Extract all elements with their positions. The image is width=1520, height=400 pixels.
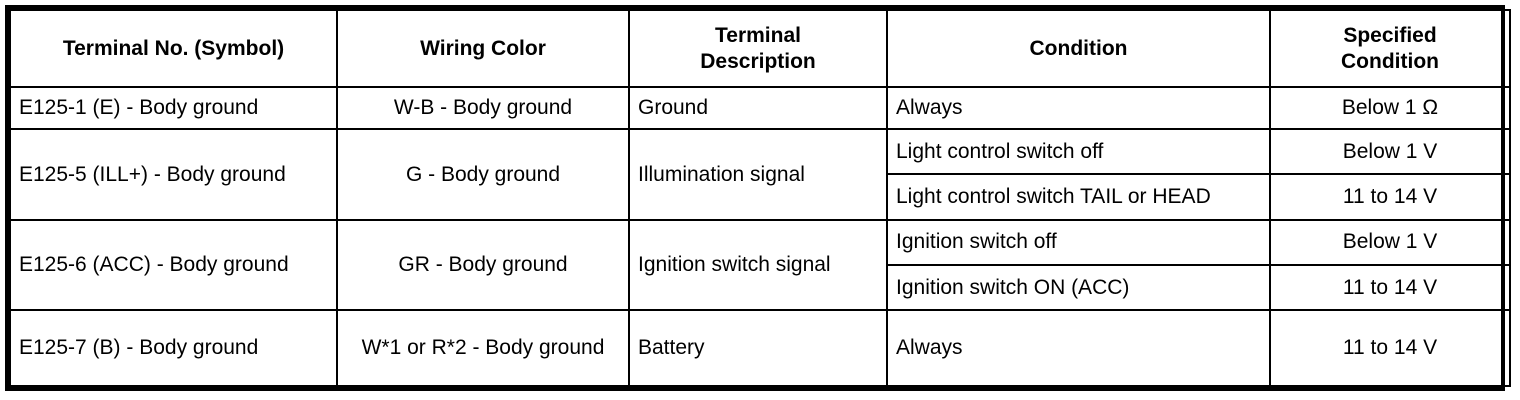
cell-terminal-no: E125-7 (B) - Body ground (9, 309, 338, 387)
cell-specified-condition: Below 1 V (1269, 128, 1511, 176)
table-row: E125-5 (ILL+) - Body ground G - Body gro… (9, 128, 1511, 221)
table-header: Terminal No. (Symbol) Wiring Color Termi… (9, 9, 1511, 88)
cell-condition: Light control switch TAIL or HEAD (886, 173, 1271, 221)
cell-terminal-description: Ground (628, 85, 888, 131)
cell-specified-condition: 11 to 14 V (1269, 173, 1511, 221)
column-header-specified-condition-line1: Specified (1343, 23, 1437, 47)
column-header-terminal-description: Terminal Description (628, 9, 888, 88)
cell-terminal-no: E125-5 (ILL+) - Body ground (9, 128, 338, 221)
column-header-specified-condition-line2: Condition (1341, 49, 1439, 73)
column-header-terminal-description-line1: Terminal (715, 23, 801, 47)
column-header-condition: Condition (886, 9, 1271, 88)
column-header-terminal-description-line2: Description (700, 49, 816, 73)
cell-terminal-no: E125-1 (E) - Body ground (9, 85, 338, 131)
cell-wiring-color: W*1 or R*2 - Body ground (336, 309, 630, 387)
cell-terminal-description: Ignition switch signal (628, 218, 888, 312)
cell-wiring-color: W-B - Body ground (336, 85, 630, 131)
column-header-terminal-no: Terminal No. (Symbol) (9, 9, 338, 88)
column-header-wiring-color: Wiring Color (336, 9, 630, 88)
cell-condition: Ignition switch off (886, 218, 1271, 266)
cell-wiring-color: GR - Body ground (336, 218, 630, 312)
table-row: E125-6 (ACC) - Body ground GR - Body gro… (9, 218, 1511, 312)
table-row: E125-1 (E) - Body ground W-B - Body grou… (9, 85, 1511, 131)
table-row: E125-7 (B) - Body ground W*1 or R*2 - Bo… (9, 309, 1511, 387)
table-body: E125-1 (E) - Body ground W-B - Body grou… (9, 85, 1511, 387)
cell-specified-condition: 11 to 14 V (1269, 263, 1511, 312)
table-row: Light control switch TAIL or HEAD 11 to … (10, 173, 1511, 221)
cell-condition: Always (886, 85, 1271, 131)
header-row: Terminal No. (Symbol) Wiring Color Termi… (9, 9, 1511, 88)
cell-terminal-no: E125-6 (ACC) - Body ground (9, 218, 338, 312)
cell-specified-condition: Below 1 Ω (1269, 85, 1511, 131)
terminal-spec-table-container: Terminal No. (Symbol) Wiring Color Termi… (5, 5, 1511, 391)
column-header-specified-condition: Specified Condition (1269, 9, 1511, 88)
cell-terminal-description: Battery (628, 309, 888, 387)
cell-condition: Ignition switch ON (ACC) (886, 263, 1271, 312)
cell-specified-condition: 11 to 14 V (1269, 309, 1511, 387)
cell-wiring-color: G - Body ground (336, 128, 630, 221)
cell-condition: Light control switch off (886, 128, 1271, 176)
terminal-spec-table: Terminal No. (Symbol) Wiring Color Termi… (9, 9, 1511, 387)
table-row: Ignition switch ON (ACC) 11 to 14 V (10, 263, 1511, 312)
cell-specified-condition: Below 1 V (1269, 218, 1511, 266)
cell-condition: Always (886, 309, 1271, 387)
cell-terminal-description: Illumination signal (628, 128, 888, 221)
